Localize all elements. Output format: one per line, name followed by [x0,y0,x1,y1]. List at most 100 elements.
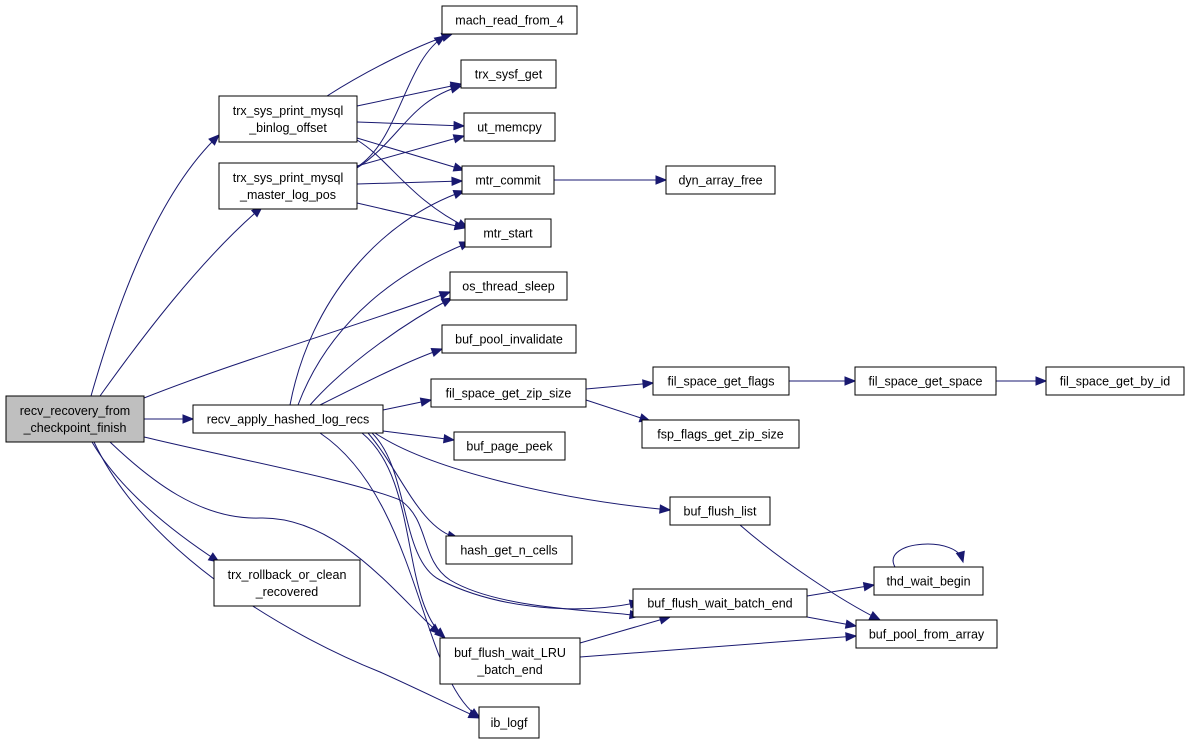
edge-line [326,33,453,97]
node-box [192,404,384,434]
node-label: buf_pool_invalidate [455,333,563,347]
arrowhead-icon [208,134,220,146]
arrowhead-icon [433,35,447,46]
edge-fil-space-get-flags-to-fil-space-get-space [789,376,857,386]
edge-line [356,83,462,107]
node-buf-pool-from-array[interactable]: buf_pool_from_array [855,619,998,649]
node-label: trx_sysf_get [475,68,543,82]
node-box [445,535,573,565]
edge-recv-recovery-from-checkpoint-finish-to-os-thread-sleep [143,291,452,399]
node-box [461,165,555,195]
node-buf-page-peek[interactable]: buf_page_peek [453,431,566,461]
edge-recv-apply-hashed-log-recs-to-fil-space-get-zip-size [382,397,433,411]
node-box [855,619,998,649]
node-recv-apply-hashed-log-recs[interactable]: recv_apply_hashed_log_recs [192,404,384,434]
arrowhead-icon [452,162,466,172]
edge-buf-flush-wait-batch-end-to-thd-wait-begin [806,582,876,597]
node-hash-get-n-cells[interactable]: hash_get_n_cells [445,535,573,565]
node-box [652,366,790,396]
edge-line [356,121,465,127]
edge-recv-recovery-from-checkpoint-finish-to-trx-sys-print-mysql-master-log-pos [99,206,264,397]
node-box [218,95,358,143]
edge-line [739,524,881,621]
node-fil-space-get-flags[interactable]: fil_space_get_flags [652,366,790,396]
arrowhead-icon [642,379,655,389]
node-box [464,218,552,248]
node-ib-logf[interactable]: ib_logf [478,706,540,739]
arrowhead-icon [655,175,668,185]
node-box [213,559,361,607]
node-label: fsp_flags_get_zip_size [657,428,784,442]
edge-line [382,430,455,441]
edge-trx-sys-print-mysql-binlog-offset-to-ut-memcpy [356,120,466,131]
edge-line [356,35,446,168]
edge-line [356,85,462,169]
node-recv-recovery-from-checkpoint-finish[interactable]: recv_recovery_from_checkpoint_finish [5,395,145,443]
edge-line [93,441,480,719]
edge-line [309,297,453,406]
edge-trx-sys-print-mysql-binlog-offset-to-mach-read-from-4 [326,32,454,97]
node-label: recv_apply_hashed_log_recs [207,413,370,427]
node-trx-sysf-get[interactable]: trx_sysf_get [460,59,557,89]
edge-trx-sys-print-mysql-binlog-offset-to-mtr-commit [356,137,466,172]
node-fil-space-get-space[interactable]: fil_space_get_space [854,366,997,396]
arrowhead-icon [453,120,466,131]
edge-recv-recovery-from-checkpoint-finish-to-trx-sys-print-mysql-binlog-offset [90,134,220,397]
node-trx-sys-print-mysql-binlog-offset[interactable]: trx_sys_print_mysql_binlog_offset [218,95,358,143]
edge-buf-flush-wait-batch-end-to-buf-pool-from-array [806,616,858,629]
node-mtr-commit[interactable]: mtr_commit [461,165,555,195]
node-box [463,112,556,142]
edge-line [143,291,451,399]
arrowhead-icon [845,632,858,642]
node-dyn-array-free[interactable]: dyn_array_free [665,165,776,195]
node-label: ut_memcpy [477,121,542,135]
edge-recv-apply-hashed-log-recs-to-mtr-commit [289,190,466,406]
node-fsp-flags-get-zip-size[interactable]: fsp_flags_get_zip_size [641,419,800,449]
node-label: thd_wait_begin [886,575,970,589]
node-box [669,496,771,526]
call-graph-nodes: recv_recovery_from_checkpoint_finish trx_… [5,5,1185,739]
edge-line [356,137,465,171]
arrowhead-icon [430,348,444,357]
node-label: recv_recovery_from [20,404,130,418]
node-trx-sys-print-mysql-master-log-pos[interactable]: trx_sys_print_mysql_master_log_pos [218,162,358,210]
edge-trx-sys-print-mysql-master-log-pos-to-trx-sysf-get [356,84,463,169]
edge-line [319,348,443,406]
node-buf-pool-invalidate[interactable]: buf_pool_invalidate [441,324,577,354]
node-trx-rollback-or-clean-recovered[interactable]: trx_rollback_or_clean_recovered [213,559,361,607]
node-buf-flush-wait-lru-batch-end[interactable]: buf_flush_wait_LRU_batch_end [439,637,581,685]
arrowhead-icon [844,376,857,386]
node-box [430,378,587,408]
node-label: _master_log_pos [239,188,336,202]
node-buf-flush-list[interactable]: buf_flush_list [669,496,771,526]
node-buf-flush-wait-batch-end[interactable]: buf_flush_wait_batch_end [632,588,808,618]
node-label: buf_pool_from_array [869,628,985,642]
edge-fil-space-get-zip-size-to-fil-space-get-flags [585,379,655,390]
node-box [460,59,557,89]
node-mach-read-from-4[interactable]: mach_read_from_4 [441,5,578,35]
node-fil-space-get-by-id[interactable]: fil_space_get_by_id [1045,366,1185,396]
node-box [441,5,578,35]
node-os-thread-sleep[interactable]: os_thread_sleep [449,271,568,301]
node-fil-space-get-zip-size[interactable]: fil_space_get_zip_size [430,378,587,408]
node-mtr-start[interactable]: mtr_start [464,218,552,248]
node-box [5,395,145,443]
edge-recv-recovery-from-checkpoint-finish-to-trx-rollback-or-clean-recovered [91,441,221,563]
edge-line [319,432,481,719]
edge-recv-apply-hashed-log-recs-to-buf-flush-list [374,432,672,514]
edge-line [99,206,263,397]
node-label: fil_space_get_space [869,375,983,389]
node-label: buf_page_peek [466,440,553,454]
arrowhead-icon [182,414,195,424]
node-thd-wait-begin[interactable]: thd_wait_begin [873,566,984,596]
node-label: mach_read_from_4 [455,14,563,28]
node-label: fil_space_get_zip_size [446,387,572,401]
edge-line [374,432,671,511]
arrowhead-icon [955,550,965,564]
node-label: _recovered [255,585,319,599]
edge-line [579,616,671,644]
node-ut-memcpy[interactable]: ut_memcpy [463,112,556,142]
edge-thd-wait-begin-to-thd-wait-begin [892,543,965,568]
node-box [218,162,358,210]
